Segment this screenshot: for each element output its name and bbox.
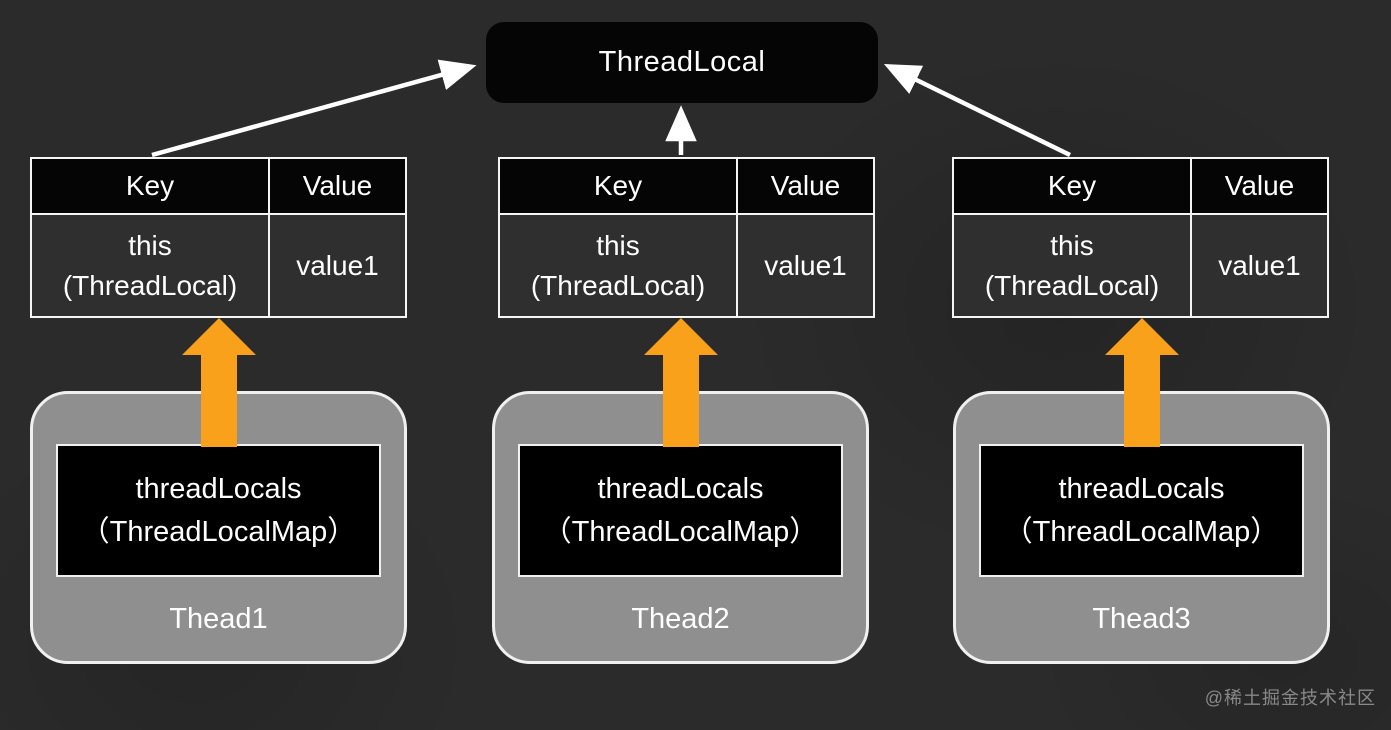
- table-header-value: Value: [302, 170, 373, 202]
- table-header-key: Key: [954, 159, 1192, 213]
- table-header-row: Key Value: [954, 159, 1327, 215]
- table-header-key: Key: [32, 159, 270, 213]
- arrow-head: [644, 318, 718, 355]
- table-cell-value: value1: [1218, 249, 1301, 281]
- kv-table-3: Key Value this (ThreadLocal) value1: [952, 157, 1329, 318]
- orange-up-arrow-1-icon: [182, 318, 256, 447]
- table-header-row: Key Value: [32, 159, 405, 215]
- kv-table-2: Key Value this (ThreadLocal) value1: [498, 157, 875, 318]
- threadlocalmap-rect: threadLocals （ThreadLocalMap）: [518, 444, 843, 577]
- kv-table-1: Key Value this (ThreadLocal) value1: [30, 157, 407, 318]
- arrow-head: [182, 318, 256, 355]
- arrow-shaft: [663, 355, 699, 447]
- arrow-head: [1105, 318, 1179, 355]
- threadlocalmap-rect: threadLocals （ThreadLocalMap）: [979, 444, 1304, 577]
- orange-up-arrow-2-icon: [644, 318, 718, 447]
- table-cell-value: value1: [296, 249, 379, 281]
- table-cell-key: this (ThreadLocal): [32, 215, 270, 316]
- table-cell-key: this (ThreadLocal): [954, 215, 1192, 316]
- arrow-shaft: [1124, 355, 1160, 447]
- table-body-row: this (ThreadLocal) value1: [32, 215, 405, 316]
- watermark-label: @稀土掘金技术社区: [1204, 688, 1376, 708]
- table-header-key: Key: [500, 159, 738, 213]
- thread-name: Thead2: [631, 602, 730, 635]
- threadlocal-node: ThreadLocal: [486, 22, 878, 103]
- table-header-value: Value: [770, 170, 841, 202]
- white-arrow-left-icon: [151, 59, 477, 158]
- table-body-row: this (ThreadLocal) value1: [500, 215, 873, 316]
- thread-name: Thead3: [1092, 602, 1191, 635]
- table-cell-value: value1: [764, 249, 847, 281]
- threadlocal-node-label: ThreadLocal: [598, 46, 766, 78]
- orange-up-arrow-3-icon: [1105, 318, 1179, 447]
- arrow-shaft: [201, 355, 237, 447]
- table-cell-key: this (ThreadLocal): [500, 215, 738, 316]
- table-body-row: this (ThreadLocal) value1: [954, 215, 1327, 316]
- table-header-row: Key Value: [500, 159, 873, 215]
- threadlocalmap-rect: threadLocals （ThreadLocalMap）: [56, 444, 381, 577]
- thread-name: Thead1: [169, 602, 268, 635]
- white-arrow-right-icon: [883, 64, 1071, 158]
- table-header-value: Value: [1224, 170, 1295, 202]
